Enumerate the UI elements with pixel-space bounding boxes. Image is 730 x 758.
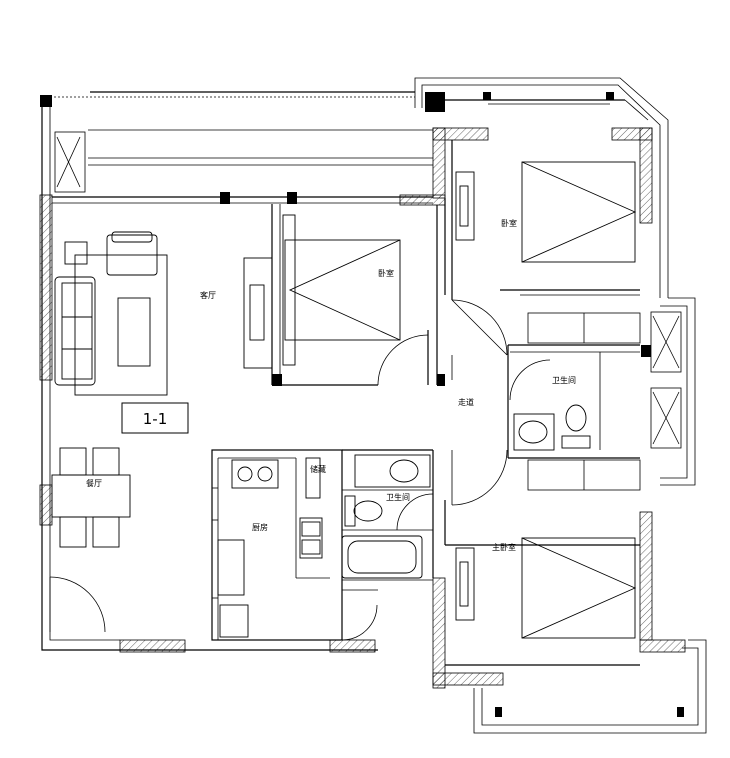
kitchen-fixtures (212, 457, 323, 638)
section-tag-label: 1-1 (143, 410, 168, 428)
label-dining-room: 餐厅 (86, 479, 102, 488)
interior-walls (52, 99, 682, 666)
label-bathroom-small: 卫生间 (386, 492, 410, 502)
beds (243, 161, 637, 639)
exterior-walls (41, 77, 707, 734)
section-tag: 1-1 (121, 402, 189, 434)
label-bedroom-top-right: 卧室 (501, 218, 517, 228)
hatched-walls (39, 127, 686, 689)
label-utility: 储藏 (310, 464, 326, 474)
living-room-furniture (54, 231, 189, 434)
label-living-room: 客厅 (200, 290, 216, 300)
label-kitchen: 厨房 (252, 522, 268, 532)
label-bedroom-middle: 卧室 (378, 268, 394, 278)
structural-columns (40, 92, 684, 717)
dining-furniture (51, 447, 131, 548)
door-swings (49, 299, 551, 641)
room-labels: 客厅 卧室 卧室 走道 卫生间 厨房 餐厅 卫生间 主卧室 储藏 (86, 218, 576, 552)
label-hallway: 走道 (458, 397, 474, 407)
bathroom-fixtures (341, 404, 591, 579)
label-bathroom: 卫生间 (552, 375, 576, 385)
label-master-bedroom: 主卧室 (492, 542, 516, 552)
